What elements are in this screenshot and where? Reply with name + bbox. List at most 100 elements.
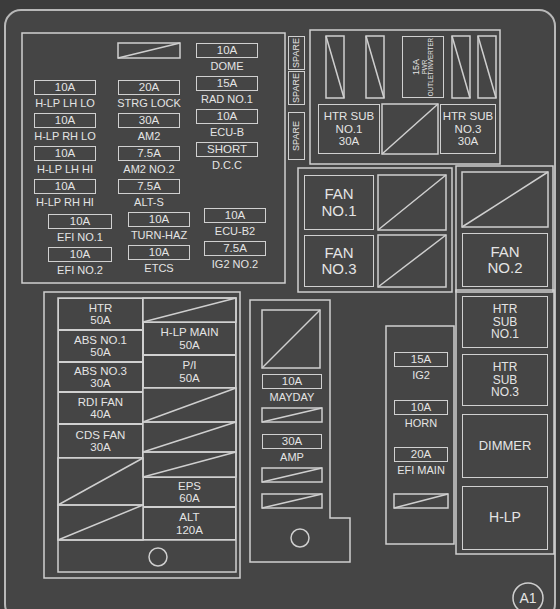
empty-link-slot [58,505,143,540]
relay-box: P/I50A [143,355,236,388]
amp-rating: 10A [217,44,237,56]
empty-slot-slash [118,43,180,58]
fuse-slot: 15AIG2 [394,352,448,381]
slot-name: FAN NO.3 [311,245,367,277]
slot-rating: 40A [90,408,110,420]
fuse-body: 7.5A [118,179,180,194]
amp-rating: 10A [55,180,75,192]
slot-rating: 30A [458,135,478,147]
empty-slot-slash [452,36,470,98]
fuse-slot: 20ASTRG LOCK [117,80,181,109]
relay-box: H-LP [462,486,548,550]
slot-rating: 30A [90,377,110,389]
slot-rating: 120A [176,524,203,536]
fuse-slot: 10A MAYDAY [262,374,322,403]
amp-rating: SHORT [207,143,247,155]
slot-name: H-LP [489,510,521,525]
amp-rating: 10A [149,213,169,225]
slot-name: FAN NO.2 [477,244,533,276]
empty-fuse-slot [262,408,322,422]
empty-link-slot [143,388,236,422]
amp-rating: 10A [225,209,245,221]
fusible-link-table [58,298,236,572]
slot-name: SPARE [292,121,302,151]
relay-box: RDI FAN40A [58,392,143,424]
empty-relay-slot [382,104,438,154]
fuse-body: 7.5A [204,241,266,256]
empty-fuse-slot [452,36,470,98]
relay-block-outline [456,290,554,554]
amp-rating: 10A [411,401,431,413]
amp-rating: 10A [70,215,90,227]
fuse-body: 30A [262,434,322,449]
slot-name: HTR [89,302,113,314]
fusible-link-block-outline [44,292,240,578]
fuse-body: 10A [34,179,96,194]
amp-rating: 10A [70,248,90,260]
fuse-block-outline [386,326,454,544]
empty-slot-slash [394,494,448,508]
empty-slot-slash [378,235,446,287]
circuit-name: AMP [280,451,304,463]
empty-relay-slot [378,235,446,287]
amp-rating: 10A [55,114,75,126]
circuit-name: ECU-B [210,126,244,138]
fuse-body: 10A [34,113,96,128]
relay-box: FAN NO.2 [462,233,548,287]
fuse-body: 15A [394,352,448,367]
vertical-slot: SPARE [288,71,305,105]
panel-id: A1 [519,591,536,605]
circuit-name: ETCS [144,262,173,274]
slot-rating: 60A [179,492,199,504]
mounting-hole [149,548,167,566]
slot-name: DIMMER [479,439,532,453]
empty-slot-slash [462,172,548,227]
relay-box: ALT120A [143,507,236,540]
fuse-slot: 30AAM2 [118,113,180,142]
amp-rating: 10A [282,375,302,387]
slot-name: ALT [179,511,199,523]
fan-block-outline [298,168,452,292]
fuse-slot: 10AHORN [394,400,448,429]
slot-name: SPARE [292,73,302,103]
circuit-name: EFI NO.1 [57,231,103,243]
circuit-name: H-LP LH HI [37,163,93,175]
fuse-body: 10A [48,214,112,229]
empty-fuse-slot [394,494,448,508]
slot-name: 15A [412,59,422,75]
empty-fuse-slot [118,43,180,58]
circuit-name: MAYDAY [270,391,315,403]
slot-rating: 30A [339,135,359,147]
fuse-slot: 30A AMP [262,434,322,463]
relay-box: HTR SUB NO.330A [440,104,496,154]
empty-link-slot [143,422,236,452]
empty-fuse-slot [366,36,384,98]
empty-slot-slash [262,494,322,508]
fan-block-outline [456,166,553,292]
vertical-slot: SPARE [288,36,305,70]
empty-relay-slot [378,175,446,230]
fuse-body: 15A [196,76,258,91]
circuit-name: AM2 [138,130,161,142]
circuit-name: H-LP RH LO [34,130,96,142]
fuse-body: 20A [394,447,448,462]
amp-rating: 7.5A [223,242,247,254]
empty-fuse-slot [262,494,322,508]
fuse-slot: 10A EFI NO.1 [48,214,112,243]
empty-slot-slash [143,422,236,452]
slot-name: ABS NO.3 [74,365,127,377]
slot-name: H-LP MAIN [161,326,219,338]
relay-box: H-LP MAIN50A [143,322,236,355]
slot-name: ABS NO.1 [74,334,127,346]
slot-rating: 50A [90,314,110,326]
slot-rating: 50A [90,346,110,358]
fuse-body: 10A [262,374,322,389]
circuit-name: ECU-B2 [215,225,255,237]
amp-rating: 10A [55,147,75,159]
circuit-name: D.C.C [212,159,242,171]
circuit-name: IG2 [412,369,430,381]
relay-box: HTR50A [58,298,143,330]
relay-box: HTR SUB NO.1 [462,296,548,348]
relay-box: FAN NO.1 [304,175,374,230]
